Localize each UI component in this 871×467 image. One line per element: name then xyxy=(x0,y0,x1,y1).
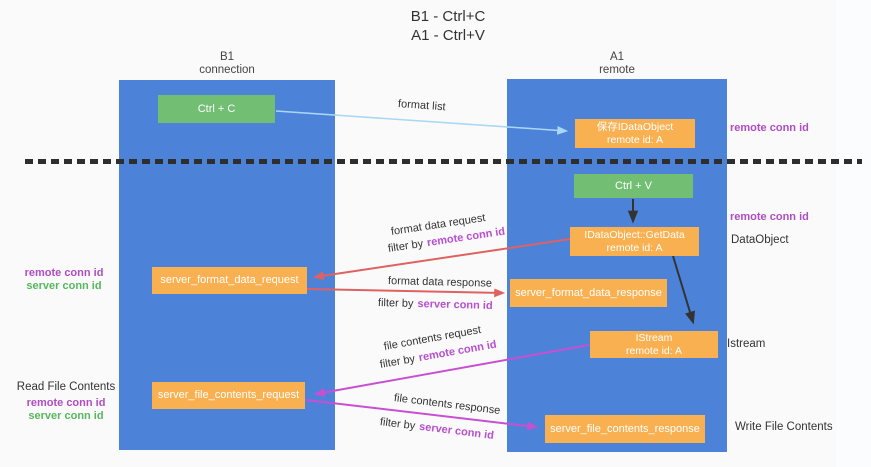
column-b1-subtitle: connection xyxy=(199,64,255,76)
server-file-contents-response-label: server_file_contents_response xyxy=(550,422,700,435)
server-format-data-request-label: server_format_data_request xyxy=(160,274,299,286)
format-data-response-label: format data response xyxy=(387,275,493,290)
server-conn-id-highlight: server conn id xyxy=(417,298,493,312)
ctrl-v-box: Ctrl + V xyxy=(574,174,693,198)
dataobject-label: DataObject xyxy=(731,234,789,246)
title-line-2: A1 - Ctrl+V xyxy=(411,27,485,44)
column-a1-subtitle: remote xyxy=(599,64,635,76)
left-remote-conn-id-bottom: remote conn id xyxy=(26,397,106,409)
filter-by-text: filter by xyxy=(377,297,414,310)
filter-by-text: filter by xyxy=(387,237,424,255)
server-format-data-request-box: server_format_data_request xyxy=(152,267,307,294)
getdata-line2: remote id: A xyxy=(606,241,663,254)
server-file-contents-request-box: server_file_contents_request xyxy=(152,382,305,409)
filter-by-text: filter by xyxy=(379,416,416,433)
write-file-contents-label: Write File Contents xyxy=(735,421,833,433)
format-list-label: format list xyxy=(397,98,446,114)
diagram-title: B1 - Ctrl+C A1 - Ctrl+V xyxy=(348,7,548,45)
left-remote-conn-id: remote conn id xyxy=(24,267,104,279)
getdata-box: IDataObject::GetData remote id: A xyxy=(570,227,699,256)
left-conn-id-block: remote conn id server conn id xyxy=(16,267,112,293)
copy-paste-separator xyxy=(25,159,862,164)
istream-line1: IStream xyxy=(635,331,673,344)
save-dataobject-line2: remote id: A xyxy=(606,133,664,146)
server-file-contents-response-box: server_file_contents_response xyxy=(545,415,705,443)
server-file-contents-request-label: server_file_contents_request xyxy=(157,389,300,401)
file-contents-response-label: file contents response xyxy=(393,392,501,417)
ctrl-c-box: Ctrl + C xyxy=(158,95,275,123)
read-file-contents-label: Read File Contents xyxy=(16,381,116,393)
server-format-data-response-label: server_format_data_response xyxy=(515,286,662,299)
column-b1-name: B1 xyxy=(219,51,235,63)
istream-side-label: Istream xyxy=(727,338,766,350)
getdata-line1: IDataObject::GetData xyxy=(584,228,685,241)
ctrl-v-label: Ctrl + V xyxy=(615,179,652,192)
format-data-response-arrow xyxy=(306,288,506,298)
istream-line2: remote id: A xyxy=(625,344,683,357)
column-header-a1: A1 remote xyxy=(567,51,667,77)
right-remote-conn-id-top: remote conn id xyxy=(730,122,809,134)
istream-box: IStream remote id: A xyxy=(590,331,718,358)
server-conn-id-highlight: server conn id xyxy=(418,420,495,442)
left-server-conn-id-bottom: server conn id xyxy=(28,410,104,422)
column-a1-name: A1 xyxy=(609,51,625,63)
save-dataobject-box: 保存IDataObject remote id: A xyxy=(575,119,695,148)
save-dataobject-line1: 保存IDataObject xyxy=(596,120,674,133)
filter-by-text: filter by xyxy=(378,352,416,371)
background-strip xyxy=(836,0,871,467)
column-header-b1: B1 connection xyxy=(177,51,277,77)
title-line-1: B1 - Ctrl+C xyxy=(410,8,486,25)
right-remote-conn-id-mid: remote conn id xyxy=(730,211,809,223)
read-file-contents-block: Read File Contents remote conn id server… xyxy=(14,381,118,423)
ctrl-c-label: Ctrl + C xyxy=(197,102,236,115)
server-format-data-response-box: server_format_data_response xyxy=(510,279,667,307)
left-server-conn-id: server conn id xyxy=(26,280,102,292)
